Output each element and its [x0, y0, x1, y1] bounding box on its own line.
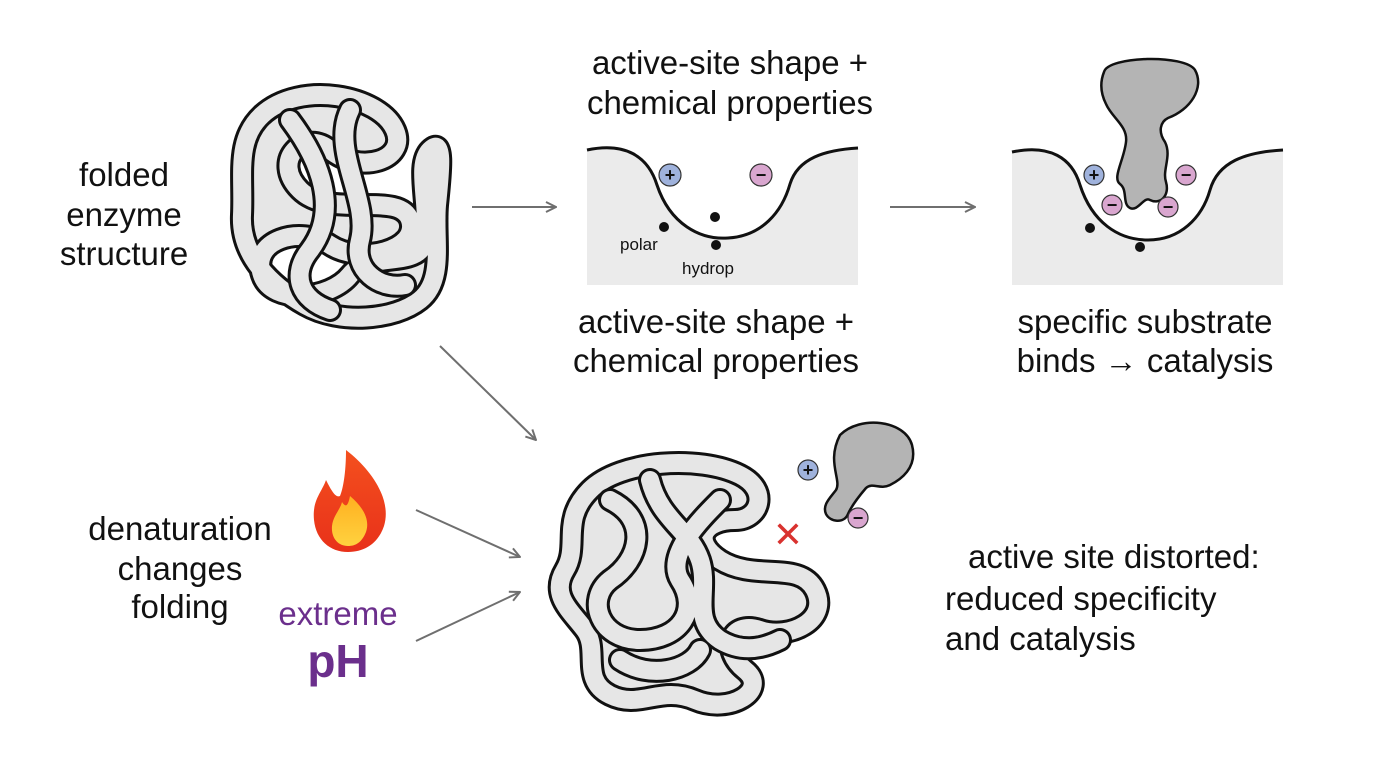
svg-text:extreme: extreme	[278, 595, 397, 632]
svg-text:active-site shape +: active-site shape +	[578, 303, 854, 340]
svg-text:reduced specificity: reduced specificity	[945, 580, 1217, 617]
folded-enzyme	[229, 83, 453, 330]
svg-text:binds → catalysis: binds → catalysis	[1017, 342, 1274, 379]
negative-charge-badge: −	[1101, 194, 1123, 216]
flame-icon	[313, 450, 386, 552]
svg-text:+: +	[803, 460, 814, 480]
svg-text:pH: pH	[307, 635, 368, 687]
negative-charge-badge: −	[749, 163, 773, 187]
svg-text:chemical properties: chemical properties	[573, 342, 859, 379]
svg-text:−: −	[1181, 165, 1192, 185]
polar-label: polar	[620, 235, 658, 254]
active-site-bottom-label: active-site shape + chemical properties	[573, 303, 859, 379]
svg-text:specific substrate: specific substrate	[1018, 303, 1273, 340]
svg-text:−: −	[756, 165, 767, 185]
svg-text:−: −	[853, 508, 864, 528]
svg-text:structure: structure	[60, 235, 188, 272]
positive-charge-badge: +	[797, 459, 819, 481]
bound-substrate	[1100, 57, 1200, 210]
extreme-ph-label: extreme pH	[278, 595, 397, 687]
negative-charge-badge: −	[847, 507, 869, 529]
binding-group-dot	[710, 212, 720, 222]
substrate-binds-label: specific substrate binds → catalysis	[1017, 303, 1274, 379]
hydrophobic-label: hydrop	[682, 259, 734, 278]
arrow-enzyme-to-denatured	[439, 345, 536, 440]
binding-group-dot	[1135, 242, 1145, 252]
active-site-distorted-label: active site distorted: reduced specifici…	[945, 538, 1260, 657]
svg-text:folded: folded	[79, 156, 169, 193]
denatured-enzyme	[547, 451, 831, 717]
svg-text:−: −	[1107, 195, 1118, 215]
polar-group-dot	[659, 222, 669, 232]
negative-charge-badge: −	[1157, 196, 1179, 218]
svg-text:active site distorted:: active site distorted:	[968, 538, 1260, 575]
substrate-binding-site: + − − −	[1011, 57, 1284, 285]
svg-text:and catalysis: and catalysis	[945, 620, 1136, 657]
active-site-pocket: + − polar hydrop	[586, 146, 859, 285]
svg-text:−: −	[1163, 197, 1174, 217]
hydrophobic-group-dot	[711, 240, 721, 250]
svg-text:folding: folding	[131, 588, 228, 625]
svg-text:denaturation: denaturation	[88, 510, 271, 547]
svg-text:+: +	[665, 165, 676, 185]
folded-enzyme-label: folded enzyme structure	[60, 156, 188, 272]
no-binding-cross-icon: ✕	[773, 515, 803, 556]
svg-text:chemical properties: chemical properties	[587, 84, 873, 121]
arrow-ph-to-denatured	[415, 592, 520, 642]
svg-text:enzyme: enzyme	[66, 196, 182, 233]
rejected-substrate: + −	[797, 421, 915, 529]
arrow-heat-to-denatured	[415, 509, 520, 557]
positive-charge-badge: +	[1083, 164, 1105, 186]
binding-group-dot	[1085, 223, 1095, 233]
active-site-top-label: active-site shape + chemical properties	[587, 44, 873, 121]
positive-charge-badge: +	[658, 163, 682, 187]
svg-text:active-site shape +: active-site shape +	[592, 44, 868, 81]
denaturation-label: denaturation changes folding	[88, 510, 271, 625]
negative-charge-badge: −	[1175, 164, 1197, 186]
svg-text:changes: changes	[118, 550, 243, 587]
svg-text:+: +	[1089, 165, 1100, 185]
